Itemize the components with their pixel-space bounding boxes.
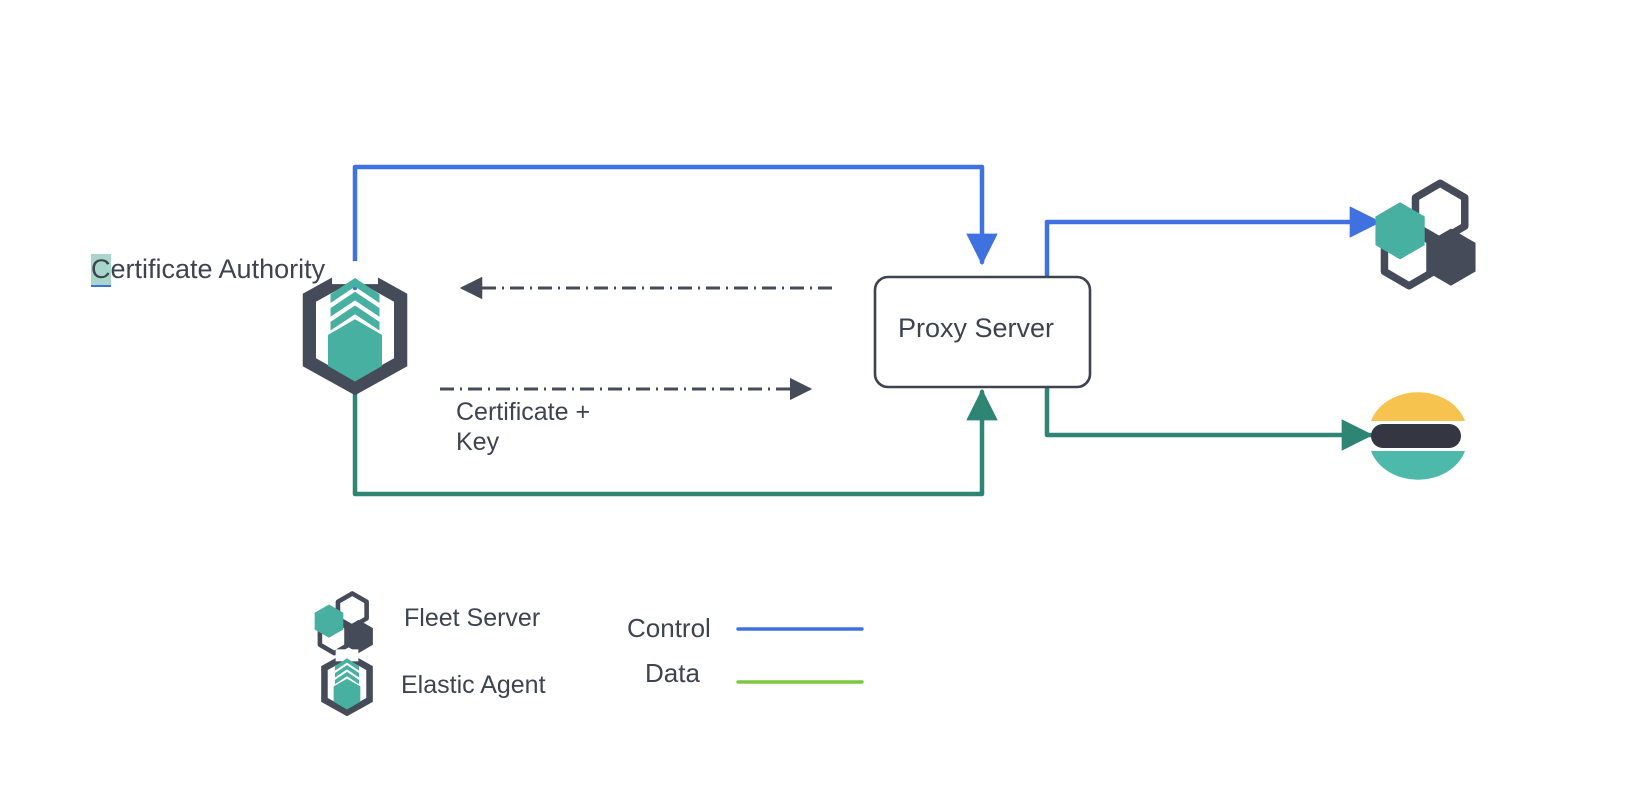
legend-item-label-fleet-server: Fleet Server — [404, 604, 541, 632]
edge-ca-to-proxy-data — [352, 372, 998, 497]
proxy-server-node[interactable] — [873, 275, 1092, 389]
proxy-server-label: Proxy Server — [898, 313, 1055, 343]
text-selection-highlight: C — [91, 254, 111, 287]
elasticsearch-icon — [1371, 392, 1465, 480]
certificate-authority-label-rest: ertificate Authority — [110, 254, 326, 284]
legend-fleet-server-icon — [314, 591, 373, 656]
edge-proxy-to-elasticsearch-data — [1044, 378, 1374, 451]
edge-ca-to-proxy-control — [352, 164, 998, 291]
legend-item-label-elastic-agent: Elastic Agent — [401, 671, 546, 699]
elastic-agent-icon — [302, 261, 408, 396]
fleet-server-icon — [1375, 179, 1476, 290]
legend-line-label-data: Data — [645, 658, 700, 688]
certificate-key-edge-label: Certificate +Key — [456, 398, 590, 457]
certificate-key-line-1: Certificate + — [456, 398, 591, 426]
certificate-authority-label: Certificate Authority — [91, 254, 326, 287]
edge-proxy-to-fleet-control — [1044, 206, 1382, 280]
legend-elastic-agent-icon — [321, 649, 373, 717]
legend-line-label-control: Control — [627, 613, 711, 643]
certificate-key-line-2: Key — [456, 427, 500, 456]
